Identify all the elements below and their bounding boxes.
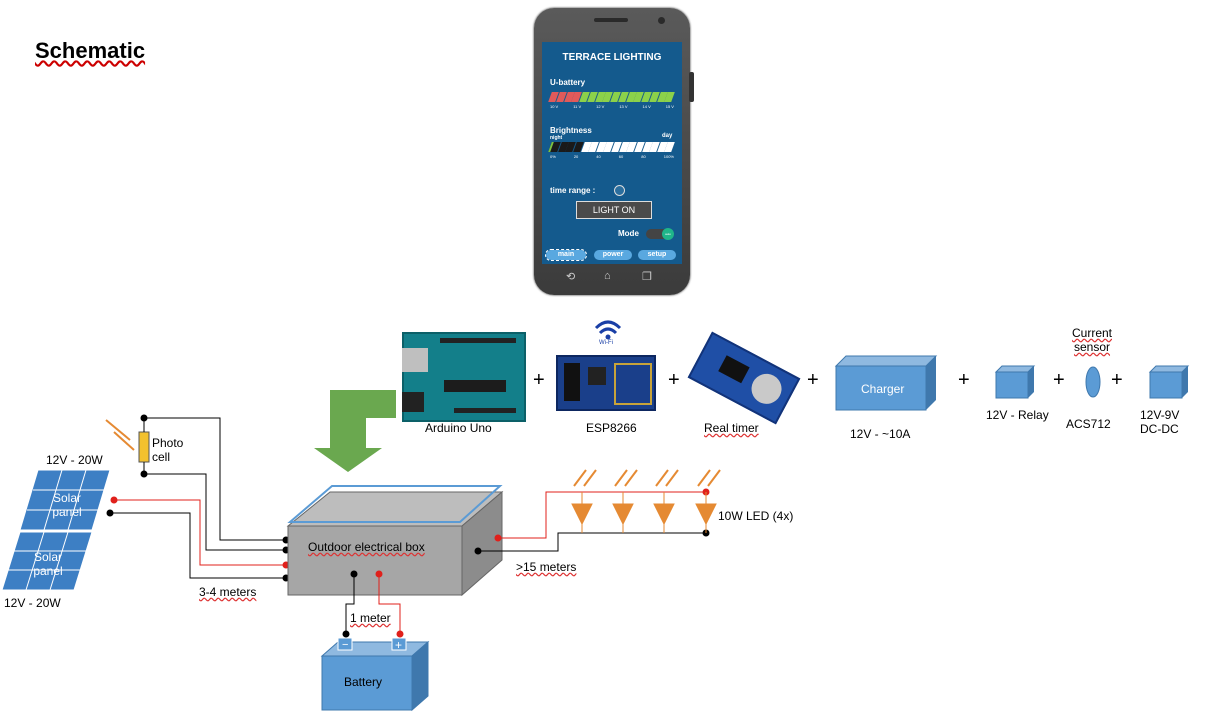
plus-sign: + — [1111, 369, 1123, 391]
page-title: Schematic — [35, 38, 146, 63]
arduino-board — [402, 332, 526, 422]
recent-apps-icon[interactable]: ❐ — [642, 271, 652, 283]
outdoor-box-label: Outdoor electrical box — [308, 540, 425, 554]
current-sensor-label: Current sensor — [1071, 326, 1112, 354]
solar-top-power: 12V - 20W — [46, 453, 103, 467]
led-label: 10W LED (4x) — [718, 509, 794, 523]
photocell — [138, 431, 150, 463]
svg-text:+: + — [395, 638, 402, 652]
solar-wire-length: 3-4 meters — [199, 585, 257, 599]
dcdc-label: 12V-9V DC-DC — [1140, 408, 1180, 436]
svg-text:−: − — [342, 639, 348, 651]
time-range-radio[interactable] — [614, 185, 625, 196]
side-button — [689, 72, 694, 102]
wifi-icon — [594, 320, 622, 335]
tab-setup[interactable]: setup — [638, 250, 676, 260]
plus-sign: + — [1053, 369, 1065, 391]
header-top — [440, 338, 516, 343]
app-title: TERRACE LIGHTING — [562, 52, 662, 63]
led-array — [571, 469, 721, 533]
light-arrows-photocell — [105, 419, 135, 451]
charger-spec: 12V - ~10A — [850, 427, 911, 441]
mode-label: Mode — [618, 229, 639, 238]
time-range-label: time range : — [550, 186, 596, 195]
plus-sign: + — [668, 369, 680, 391]
mode-toggle[interactable]: auto — [646, 228, 674, 240]
plus-sign: + — [958, 369, 970, 391]
green-arrow — [314, 390, 396, 472]
solar-bottom-power: 12V - 20W — [4, 596, 61, 610]
relay-label: 12V - Relay — [986, 408, 1049, 422]
esp-chip — [588, 367, 606, 385]
mcu-chip — [444, 380, 506, 392]
light-on-button[interactable]: LIGHT ON — [576, 201, 652, 219]
battery-label: Battery — [344, 675, 383, 689]
plus-sign: + — [533, 369, 545, 391]
back-icon[interactable]: ⟲ — [566, 271, 576, 283]
brightness-gauge — [548, 142, 675, 152]
speaker — [594, 18, 628, 22]
tab-power[interactable]: power — [594, 250, 632, 260]
u-battery-label: U-battery — [550, 78, 586, 87]
solar-panel-label-bottom: Solar panel — [33, 550, 63, 578]
rtc-board — [687, 331, 801, 425]
esp8266-board — [556, 355, 656, 411]
battery-shape: − + — [320, 637, 430, 712]
acs712-shape — [1085, 366, 1101, 398]
solar-panel-label-top: Solar panel — [52, 491, 82, 519]
u-battery-gauge — [548, 92, 675, 102]
power-jack — [402, 392, 424, 412]
day-label: day — [662, 133, 673, 139]
camera-icon — [658, 17, 665, 24]
wifi-text: Wi-Fi — [599, 340, 613, 346]
relay-cube — [994, 365, 1036, 399]
dcdc-cube — [1148, 365, 1190, 399]
usb-port — [402, 348, 428, 372]
tab-main[interactable]: main — [545, 249, 587, 261]
plus-sign: + — [807, 369, 819, 391]
charger-label: Charger — [861, 382, 905, 396]
brightness-label: Brightness — [550, 126, 592, 135]
esp-antenna — [614, 363, 652, 405]
toggle-knob: auto — [662, 228, 674, 240]
esp-label: ESP8266 — [586, 421, 637, 435]
header-bottom — [454, 408, 516, 413]
esp-pins — [564, 363, 580, 401]
rtc-label: Real timer — [704, 421, 759, 435]
battery-wire-length: 1 meter — [350, 611, 391, 625]
arduino-label: Arduino Uno — [425, 421, 492, 435]
acs712-label: ACS712 — [1066, 417, 1111, 431]
rtc-chip — [718, 355, 750, 384]
home-icon[interactable]: ⌂ — [604, 270, 611, 282]
coin-cell — [746, 368, 787, 410]
night-label: night — [550, 135, 563, 141]
photocell-label: Photo cell — [152, 436, 184, 464]
led-wire-length: >15 meters — [516, 560, 577, 574]
